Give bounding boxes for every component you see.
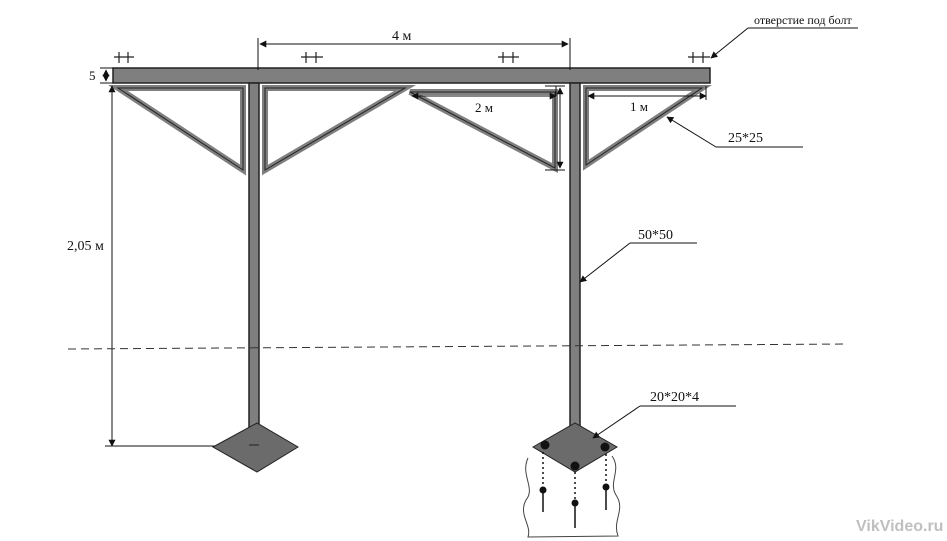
brace-length-2m-dimension (411, 86, 557, 100)
brace-height-dimension (545, 85, 565, 171)
bolt-hole-label: отверстие под болт (754, 13, 852, 27)
brace-right-inner (408, 89, 558, 173)
base-plate-callout (592, 405, 736, 439)
bolt-hole-icon (301, 52, 323, 63)
bolt-hole-icon (498, 52, 519, 63)
brace-right-outer (583, 85, 712, 171)
brace-left-inner (262, 85, 417, 176)
height-dimension (105, 85, 250, 447)
ground-line (67, 343, 849, 350)
right-post (569, 82, 581, 446)
span-dimension (257, 38, 571, 70)
bolt-hole-icon (688, 52, 710, 63)
post-section-label: 50*50 (638, 228, 673, 243)
height-label: 2,05 м (67, 239, 104, 254)
brace-length-1m-label: 1 м (630, 99, 648, 114)
brace-length-1m-dimension (587, 86, 707, 100)
span-label: 4 м (392, 29, 412, 44)
brace-section-callout (666, 116, 803, 148)
brace-section-label: 25*25 (728, 131, 763, 146)
top-beam (112, 67, 711, 84)
post-section-callout (579, 242, 697, 283)
anchor-bolt-heads (539, 483, 610, 507)
anchor-holes (540, 440, 610, 471)
base-plate-label: 20*20*4 (650, 390, 699, 405)
bolt-hole-icon (114, 52, 134, 63)
watermark: VikVideo.ru (856, 518, 943, 535)
brace-left-outer (107, 85, 246, 176)
beam-thickness-dimension (100, 67, 113, 84)
bolt-hole-callout (710, 27, 858, 59)
concrete-foundation (523, 455, 621, 538)
base-plate-left (211, 422, 299, 473)
left-post (248, 82, 260, 446)
brace-length-2m-label: 2 м (475, 100, 493, 115)
beam-thickness-label: 5 (89, 68, 96, 83)
